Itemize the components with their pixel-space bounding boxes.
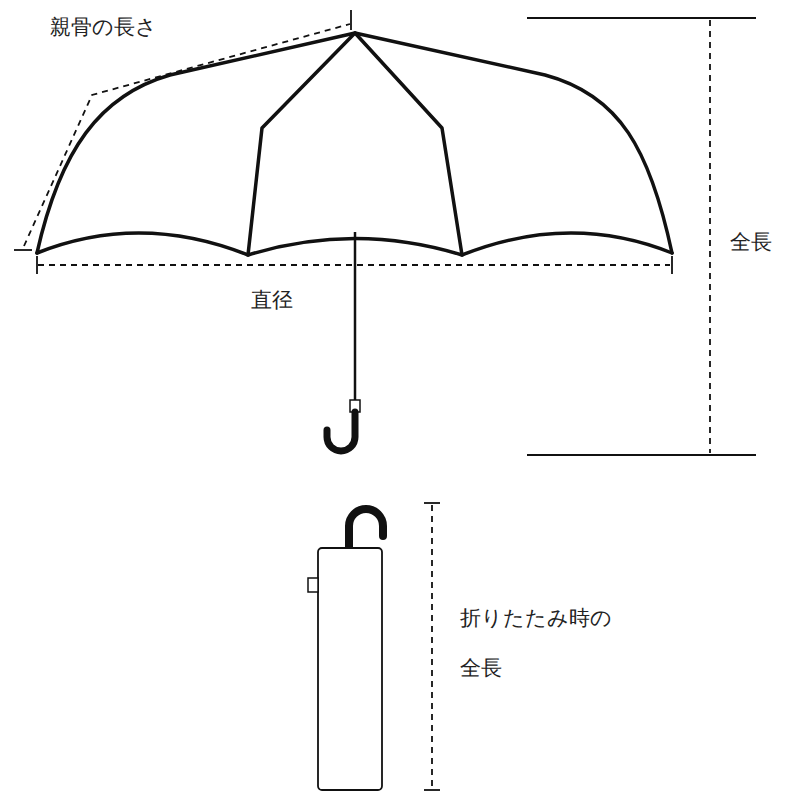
height-dimension	[709, 20, 711, 453]
dimension-label: 全長	[728, 229, 774, 255]
dimension-label: 直径	[249, 287, 295, 313]
canopy-outline	[37, 33, 672, 253]
dimension-label: 折りたたみ時の 全長	[458, 593, 624, 693]
canopy-rib	[355, 33, 462, 255]
dimension-extension	[527, 17, 756, 19]
dimension-tick	[671, 256, 673, 274]
strap-button	[308, 578, 318, 592]
folded-umbrella-body	[318, 548, 382, 790]
dimension-tick	[350, 10, 352, 30]
dimension-tick	[424, 789, 440, 791]
folded-handle	[349, 509, 383, 548]
dimension-tick	[424, 502, 440, 504]
j-handle	[327, 412, 355, 451]
folded-length-dimension	[431, 505, 433, 788]
dimension-tick	[14, 249, 32, 251]
canopy-rib	[248, 33, 355, 255]
dimension-label: 親骨の長さ	[48, 14, 159, 40]
rib-length-dimension	[24, 24, 350, 246]
dimension-tick	[36, 256, 38, 274]
dimension-extension	[527, 454, 756, 456]
diameter-dimension	[38, 264, 670, 266]
shaft	[354, 232, 357, 402]
